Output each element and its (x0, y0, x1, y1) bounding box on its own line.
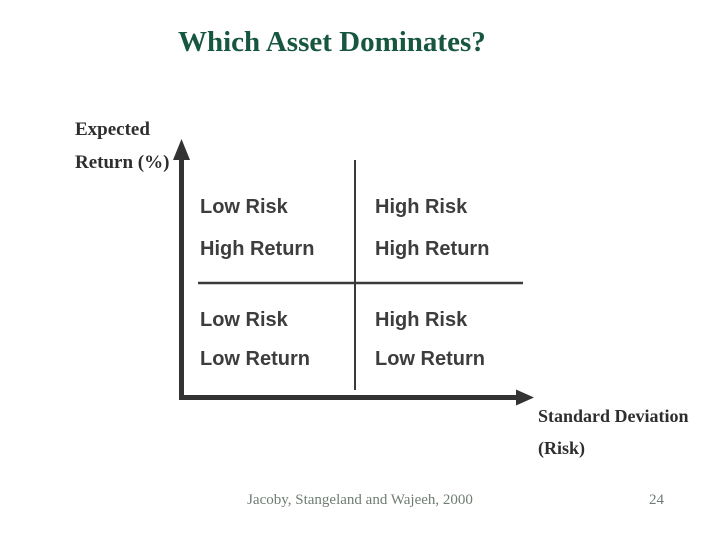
x-axis-label: Standard Deviation (Risk) (538, 400, 689, 464)
footer-citation: Jacoby, Stangeland and Wajeeh, 2000 (247, 492, 473, 508)
x-axis-label-line1: Standard Deviation (538, 406, 689, 426)
quadrant-top-right-line1: High Risk (375, 196, 468, 218)
y-axis-arrowhead-icon (173, 139, 190, 160)
quadrant-top-left: Low Risk High Return (200, 186, 314, 270)
y-axis-label: Expected Return (%) (75, 113, 169, 179)
quadrant-bottom-left: Low Risk Low Return (200, 301, 310, 379)
quadrant-bottom-right-line2: Low Return (375, 348, 485, 370)
x-axis-arrowhead-icon (516, 389, 534, 406)
footer-page-number: 24 (649, 492, 664, 508)
quadrant-bottom-left-line2: Low Return (200, 348, 310, 370)
quadrant-bottom-left-line1: Low Risk (200, 309, 288, 331)
y-axis-label-line1: Expected (75, 119, 150, 140)
quadrant-bottom-right: High Risk Low Return (375, 301, 485, 379)
slide-title: Which Asset Dominates? (178, 26, 486, 58)
quadrant-top-right: High Risk High Return (375, 186, 489, 270)
x-axis-label-line2: (Risk) (538, 438, 586, 458)
quadrant-top-left-line2: High Return (200, 238, 315, 260)
quadrant-top-left-line1: Low Risk (200, 196, 288, 218)
y-axis-label-line2: Return (%) (75, 152, 170, 173)
quadrant-bottom-right-line1: High Risk (375, 309, 468, 331)
quadrant-top-right-line2: High Return (375, 238, 490, 260)
